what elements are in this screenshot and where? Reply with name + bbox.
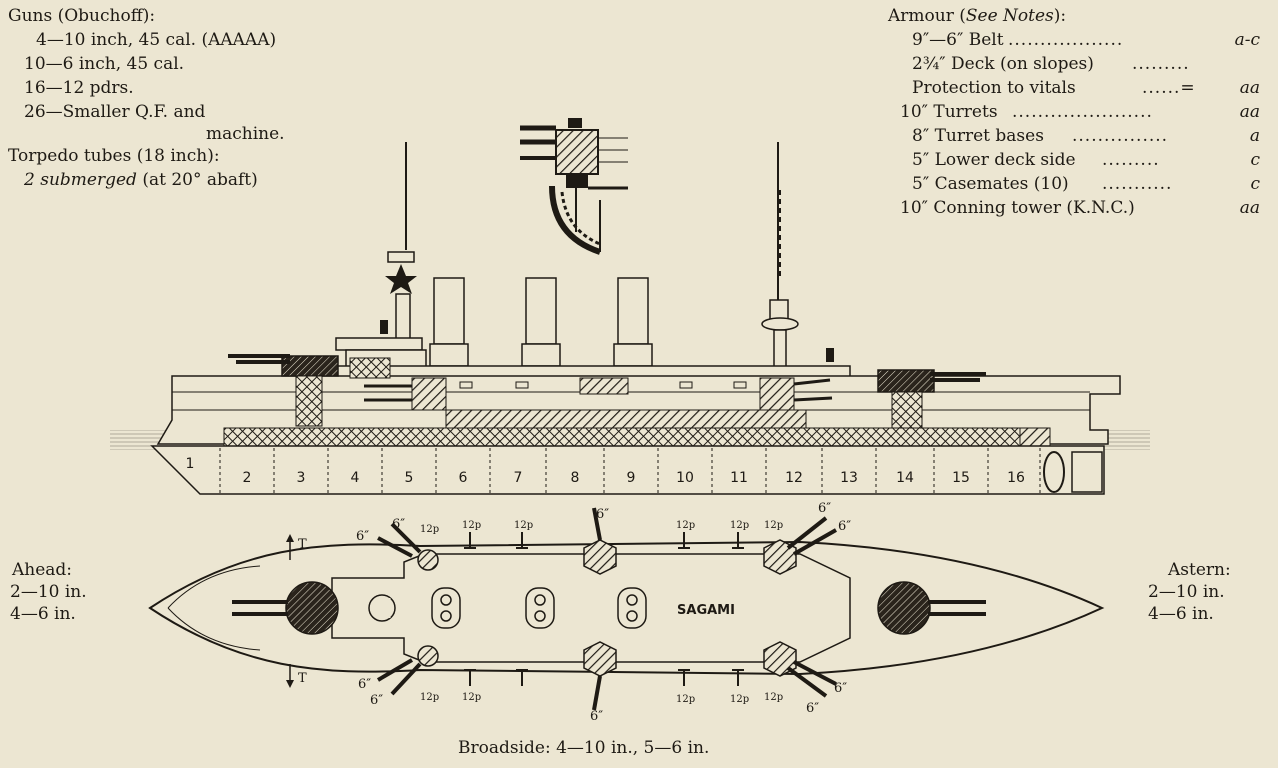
armour-row-grade: aa xyxy=(1239,102,1260,122)
armour-row-label: 10″ Turrets xyxy=(900,102,998,122)
turret-section-detail xyxy=(520,118,628,255)
gun6-label: 6″ xyxy=(818,501,831,516)
compartment-row: 1 2 3 4 5 6 7 8 9 10 11 12 13 14 15 16 xyxy=(186,448,1041,494)
armour-row-dots: ......... xyxy=(1132,54,1190,74)
pdr12-label: 12p xyxy=(676,694,695,705)
compartment-label: 15 xyxy=(952,470,970,486)
gun6-label: 6″ xyxy=(834,681,847,696)
armour-row-label: 5″ Casemates (10) xyxy=(912,174,1069,194)
ahead-heading: Ahead: xyxy=(12,560,73,580)
armour-row-grade: c xyxy=(1250,150,1260,170)
ahead-line-2: 4—6 in. xyxy=(10,604,76,624)
armour-heading: Armour (See Notes): xyxy=(888,6,1066,26)
compartment-label: 10 xyxy=(676,470,694,486)
compartment-label: 7 xyxy=(514,470,523,486)
armour-row-grade: a xyxy=(1249,126,1260,146)
ship-name: SAGAMI xyxy=(677,603,735,618)
torpedo-label-starboard: T xyxy=(298,671,307,686)
ahead-line-1: 2—10 in. xyxy=(10,582,87,602)
compartment-label: 11 xyxy=(730,470,748,486)
plan-labels: T T 6″ 6″ 6″ 6″ 6″ 6″ 6″ 6″ 6″ 6″ 12p 12… xyxy=(298,501,851,724)
gun6-label: 6″ xyxy=(358,677,371,692)
guns-line-1: 4—10 inch, 45 cal. (AAAAA) xyxy=(36,30,277,50)
astern-line-1: 2—10 in. xyxy=(1148,582,1225,602)
compartment-label: 14 xyxy=(896,470,914,486)
profile-elevation xyxy=(110,142,1150,495)
plan-view xyxy=(148,507,1105,711)
compartment-label: 13 xyxy=(840,470,858,486)
pdr12-label: 12p xyxy=(514,520,533,531)
armour-heading-italic: See Notes xyxy=(965,6,1054,26)
torpedo-label-port: T xyxy=(298,537,307,552)
gun6-label: 6″ xyxy=(806,701,819,716)
torpedo-rest: (at 20° abaft) xyxy=(136,170,258,190)
guns-line-5: machine. xyxy=(206,124,285,144)
pdr12-label: 12p xyxy=(420,692,439,703)
pdr12-label: 12p xyxy=(764,692,783,703)
torpedo-heading: Torpedo tubes (18 inch): xyxy=(8,146,220,166)
armour-row-dots: ......... xyxy=(1102,150,1160,170)
compartment-label: 16 xyxy=(1007,470,1025,486)
gun6-label: 6″ xyxy=(392,517,405,532)
broadside-caption: Broadside: 4—10 in., 5—6 in. xyxy=(458,738,710,758)
pdr12-label: 12p xyxy=(462,692,481,703)
compartment-label: 8 xyxy=(571,470,580,486)
armour-row-dots: ............... xyxy=(1072,126,1169,146)
armour-row-label: Protection to vitals xyxy=(912,78,1076,98)
guns-line-2: 10—6 inch, 45 cal. xyxy=(24,54,185,74)
pdr12-label: 12p xyxy=(764,520,783,531)
gun6-label: 6″ xyxy=(370,693,383,708)
armour-row-grade: aa xyxy=(1239,78,1260,98)
pdr12-label: 12p xyxy=(462,520,481,531)
guns-heading: Guns (Obuchoff): xyxy=(8,6,156,26)
pdr12-label: 12p xyxy=(676,520,695,531)
torpedo-line: 2 submerged (at 20° abaft) xyxy=(24,170,258,190)
armour-row-label: 10″ Conning tower (K.N.C.) xyxy=(900,198,1135,218)
armour-row-label: 8″ Turret bases xyxy=(912,126,1044,146)
astern-line-2: 4—6 in. xyxy=(1148,604,1214,624)
armour-row: 2¾″ Deck (on slopes) ......... xyxy=(912,54,1260,74)
armour-row-grade: a-c xyxy=(1234,30,1260,50)
gun6-label: 6″ xyxy=(838,519,851,534)
astern-heading: Astern: xyxy=(1168,560,1231,580)
gun6-label: 6″ xyxy=(356,529,369,544)
armour-row: 5″ Casemates (10) ........... c xyxy=(912,174,1260,194)
armour-row: 9″—6″ Belt .................. a-c xyxy=(912,30,1260,50)
armour-row-dots: ......= xyxy=(1142,78,1196,98)
armour-row-grade: c xyxy=(1250,174,1260,194)
armour-row-dots: .................. xyxy=(1008,30,1124,50)
armour-row-dots: ...................... xyxy=(1012,102,1153,122)
armour-row: 8″ Turret bases ............... a xyxy=(912,126,1260,146)
compartment-label: 9 xyxy=(627,470,636,486)
pdr12-label: 12p xyxy=(730,694,749,705)
compartment-label: 1 xyxy=(186,456,195,472)
compartment-label: 12 xyxy=(785,470,803,486)
compartment-label: 6 xyxy=(459,470,468,486)
armour-row: 10″ Turrets ...................... aa xyxy=(900,102,1260,122)
torpedo-submerged: 2 submerged xyxy=(24,170,137,190)
armour-row-label: 2¾″ Deck (on slopes) xyxy=(912,54,1094,74)
gun6-label: 6″ xyxy=(590,709,603,724)
gun6-label: 6″ xyxy=(596,507,609,522)
guns-line-4: 26—Smaller Q.F. and xyxy=(24,102,206,122)
armour-heading-close: ): xyxy=(1053,6,1067,26)
pdr12-label: 12p xyxy=(420,524,439,535)
armour-heading-plain: Armour ( xyxy=(888,6,966,26)
guns-line-3: 16—12 pdrs. xyxy=(24,78,134,98)
compartment-label: 4 xyxy=(351,470,360,486)
armour-row: 5″ Lower deck side ......... c xyxy=(912,150,1260,170)
armour-row-label: 5″ Lower deck side xyxy=(912,150,1076,170)
armour-row-dots: ........... xyxy=(1102,174,1173,194)
armour-row: 10″ Conning tower (K.N.C.) aa xyxy=(900,198,1260,218)
compartment-label: 2 xyxy=(243,470,252,486)
armour-row-label: 9″—6″ Belt xyxy=(912,30,1004,50)
compartment-label: 3 xyxy=(297,470,306,486)
pdr12-label: 12p xyxy=(730,520,749,531)
armour-row-grade: aa xyxy=(1239,198,1260,218)
armour-row: Protection to vitals ......= aa xyxy=(912,78,1260,98)
compartment-label: 5 xyxy=(405,470,414,486)
